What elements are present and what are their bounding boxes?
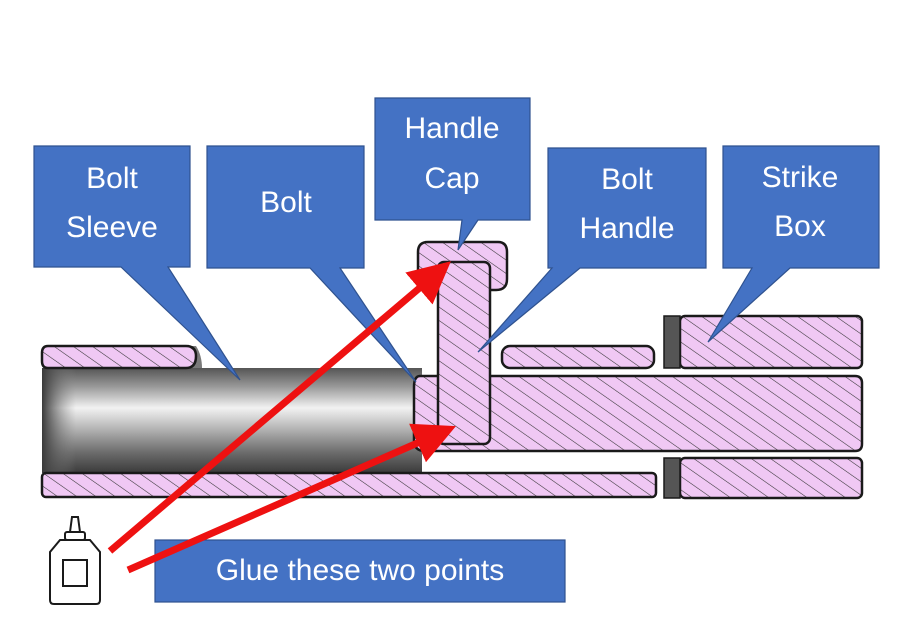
bolt-sleeve-top-wall: [40, 344, 198, 370]
callout-bolt-handle-line-2: Handle: [579, 212, 674, 245]
glue-callout: Glue these two points: [154, 539, 566, 603]
glue-arrow-upper: [107, 261, 451, 554]
callout-handle-cap-line-2: Cap: [424, 162, 479, 195]
callout-bolt-line-1: Bolt: [260, 186, 312, 219]
glue-arrow-lower: [126, 423, 456, 574]
callout-strike-box-line-1: Strike: [762, 161, 839, 194]
callout-bolt-handle: Bolt Handle: [477, 147, 707, 353]
callout-handle-cap: Handle Cap: [374, 97, 531, 251]
callout-bolt-handle-line-1: Bolt: [601, 163, 653, 196]
glue-bottle-icon: [49, 516, 101, 605]
glue-callout-text: Glue these two points: [216, 554, 505, 587]
strike-box-side-bottom: [663, 457, 681, 499]
callout-strike-box: Strike Box: [707, 145, 880, 343]
callout-bolt-sleeve: Bolt Sleeve: [33, 145, 241, 381]
callout-handle-cap-line-1: Handle: [404, 112, 499, 145]
bolt-handle: [436, 260, 492, 446]
callout-bolt-sleeve-line-2: Sleeve: [66, 211, 158, 244]
sleeve-top-wall-right: [500, 344, 656, 370]
strike-box-bottom: [678, 456, 864, 500]
bolt-sleeve-interior: [42, 346, 422, 473]
strike-box-top: [678, 314, 864, 370]
callout-bolt: Bolt: [206, 145, 417, 383]
strike-box-side-top: [663, 315, 681, 369]
callout-strike-box-line-2: Box: [774, 210, 826, 243]
bolt-body: [412, 374, 864, 453]
callout-bolt-sleeve-line-1: Bolt: [86, 162, 138, 195]
